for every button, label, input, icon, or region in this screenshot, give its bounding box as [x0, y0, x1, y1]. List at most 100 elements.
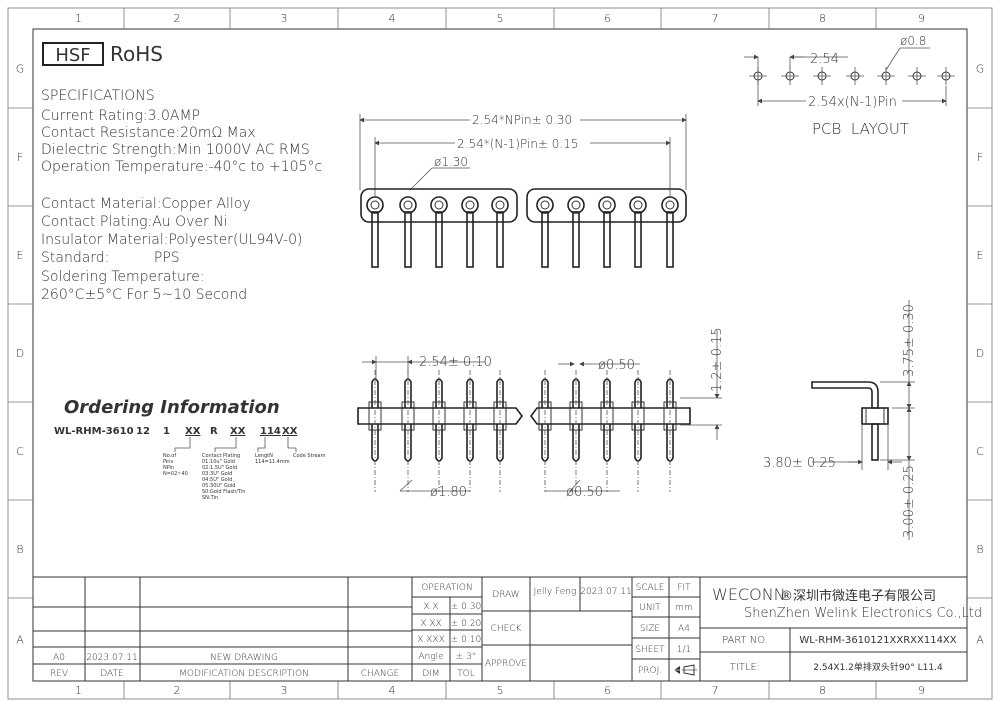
draw-name: Jelly Feng [534, 587, 577, 597]
rev-value: A0 [53, 653, 65, 663]
header-pin [461, 196, 479, 268]
scale-value: FIT [677, 583, 691, 593]
side-view: 2.54± 0.10 ø0.50 ø1.80 ø0.50 1.2± 0.15 [357, 327, 725, 500]
zone-col-label: 8 [819, 684, 826, 697]
pcb-hole-dia: ø0.8 [900, 34, 926, 48]
tol-label: TOL [457, 669, 475, 679]
ordering-title: Ordering Information [64, 397, 280, 418]
header-pin [567, 196, 585, 268]
sheet-value: 1/1 [677, 645, 691, 655]
header-pin [399, 196, 417, 268]
pcb-hole [813, 67, 831, 85]
side-body-dia: ø1.80 [430, 485, 467, 500]
zone-col-label: 1 [75, 684, 82, 697]
zone-col-label: 4 [389, 12, 396, 25]
approve-label: APPROVE [485, 659, 527, 669]
draw-label: DRAW [492, 590, 519, 600]
side-pin [631, 370, 645, 492]
tol-xx-value: ± 0.30 [451, 602, 481, 612]
outer-border [7, 7, 993, 700]
rohs-text: RoHS [110, 42, 163, 66]
tol-xxx-label: X.XX [420, 619, 441, 629]
pcb-hole [908, 67, 926, 85]
side-pin-dia-bottom: ø0.50 [566, 485, 603, 500]
zone-col-label: 4 [389, 684, 396, 697]
zone-row-label: C [16, 445, 24, 458]
specs-heading: SPECIFICATIONS [41, 88, 155, 104]
side-pin [663, 370, 677, 492]
zone-row-label: F [977, 151, 983, 164]
spec-contact-material: Contact Material:Copper Alloy [41, 196, 251, 212]
pcb-layout: 2.54 ø0.8 2.54x(N-1)Pin PCB LAYOUT [744, 34, 955, 138]
tol-xxxx-label: X.XXX [417, 635, 445, 645]
header-pin [629, 196, 647, 268]
partno-label: PART NO. [722, 635, 768, 646]
side-pin [368, 370, 382, 492]
zone-row-label: C [976, 445, 984, 458]
zone-col-label: 9 [918, 684, 925, 697]
end-bottom-dim: 3.00± 0.25 [902, 465, 917, 538]
zone-row-label: F [17, 151, 23, 164]
ordering-information: Ordering Information WL-RHM-3610 12 1 XX… [54, 397, 326, 501]
code-pins: XX [185, 426, 201, 437]
zone-col-label: 6 [604, 12, 611, 25]
change-header: CHANGE [361, 669, 400, 679]
tol-xxx-value: ± 0.20 [451, 619, 481, 629]
zone-col-label: 5 [497, 12, 504, 25]
zone-row-label: E [977, 249, 984, 262]
side-pin [432, 370, 446, 492]
side-tail-dim: 1.2± 0.15 [710, 327, 725, 392]
dim-label: DIM [422, 669, 439, 679]
top-view: 2.54*NPin± 0.30 2.54*(N-1)Pin± 0.15 ø1.3… [359, 112, 687, 268]
housing-segment [526, 188, 687, 223]
unit-label: UNIT [639, 603, 661, 613]
zone-col-label: 2 [174, 12, 181, 25]
tol-angle-label: Angle [418, 652, 443, 662]
pcb-span: 2.54x(N-1)Pin [808, 95, 897, 110]
header-pin [661, 196, 679, 268]
zone-row-label: B [16, 543, 23, 556]
draw-date: 2023.07.11 [580, 587, 632, 597]
company-en: ShenZhen Welink Electronics Co.,Ltd [744, 606, 982, 621]
pcb-layout-title: PCB LAYOUT [812, 120, 909, 138]
size-value: A4 [678, 624, 690, 634]
top-hole-dia: ø1.30 [434, 155, 468, 169]
spec-insulator: Insulator Material:Polyester(UL94V-0) [41, 232, 302, 248]
side-housing [357, 407, 523, 425]
side-pin [401, 370, 415, 492]
scale-label: SCALE [636, 583, 665, 593]
tol-angle-value: ± 3° [456, 652, 477, 662]
date-value: 2023.07.11 [86, 653, 138, 663]
proj-label: PROJ. [638, 666, 662, 676]
spec-dielectric: Dielectric Strength:Min 1000V AC RMS [41, 142, 310, 158]
code-prefix: WL-RHM-3610 [54, 426, 134, 437]
spec-temperature: Operation Temperature:-40°c to +105°c [41, 159, 322, 175]
end-top-dim: 3.75± 0.30 [902, 304, 917, 377]
spec-soldering: Soldering Temperature: [41, 269, 205, 285]
top-span-dim: 2.54*(N-1)Pin± 0.15 [457, 137, 579, 151]
zone-row-label: A [976, 634, 984, 647]
partno-value: WL-RHM-3610121XXRXX114XX [799, 635, 956, 646]
end-width-dim: 3.80± 0.25 [763, 456, 836, 471]
side-pin [538, 370, 552, 492]
operation-header: OPERATION [421, 583, 473, 593]
zone-col-label: 3 [281, 12, 288, 25]
end-view: 3.75± 0.30 3.00± 0.25 3.80± 0.25 [763, 300, 917, 540]
zone-col-label: 5 [497, 684, 504, 697]
side-pin [600, 370, 614, 492]
pcb-hole [846, 67, 864, 85]
zone-row-label: D [976, 347, 984, 360]
spec-contact-plating: Contact Plating:Au Over Ni [41, 214, 228, 230]
zone-row-label: A [16, 634, 24, 647]
code-plating: XX [230, 426, 246, 437]
zone-col-label: 7 [712, 684, 719, 697]
size-label: SIZE [640, 624, 660, 634]
company-cn: ®深圳市微连电子有限公司 [780, 588, 936, 604]
zone-col-label: 2 [174, 684, 181, 697]
spec-standard: Standard: PPS [41, 250, 180, 266]
code-stream: XX [282, 426, 298, 437]
